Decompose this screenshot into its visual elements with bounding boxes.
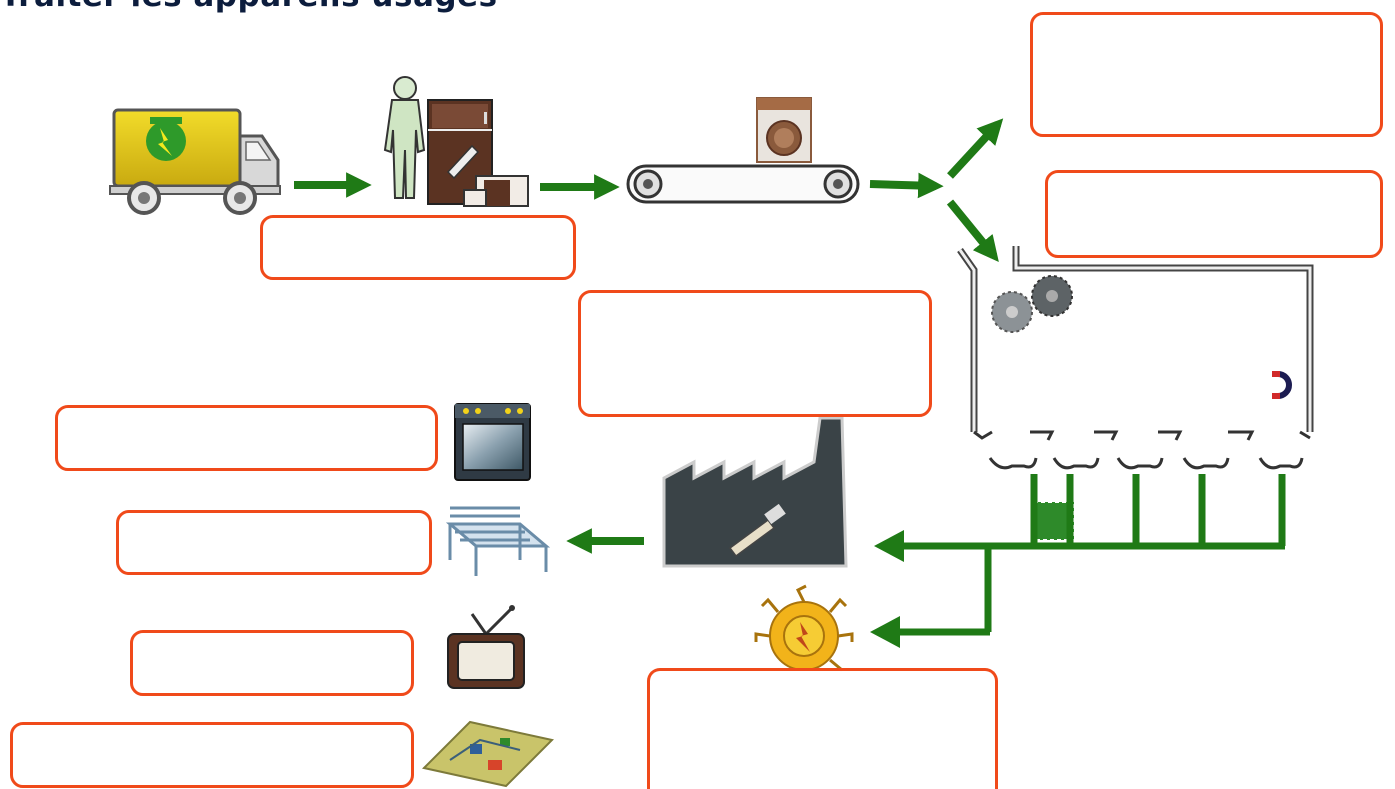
answer-box-output-middle[interactable] xyxy=(1045,170,1383,258)
answer-box-energy[interactable] xyxy=(647,668,998,789)
energy-sun-icon xyxy=(754,584,854,672)
worker-icon xyxy=(383,76,426,199)
bench-icon xyxy=(445,506,551,576)
delivery-truck-icon xyxy=(109,108,281,215)
factory-icon xyxy=(662,416,848,568)
answer-box-output-top[interactable] xyxy=(1030,12,1383,137)
television-icon xyxy=(447,605,525,689)
arrow-branch-down xyxy=(946,199,999,262)
arrow-conveyor-to-branch xyxy=(869,172,944,199)
conveyor-belt-icon xyxy=(626,164,860,204)
page-title: Traiter les appareils usagés xyxy=(0,0,498,14)
answer-box-circuit[interactable] xyxy=(10,722,414,788)
answer-box-center[interactable] xyxy=(578,290,932,417)
answer-box-oven[interactable] xyxy=(55,405,438,471)
washing-machine-icon xyxy=(756,97,812,163)
flow-arrows xyxy=(294,118,1004,554)
answer-box-bench[interactable] xyxy=(116,510,432,575)
shredder-machine-icon xyxy=(957,246,1314,541)
arrow-branch-up xyxy=(947,118,1004,179)
answer-box-sorting[interactable] xyxy=(260,215,576,280)
oven-icon xyxy=(454,403,531,481)
refrigerator-icon xyxy=(427,99,529,207)
circuit-board-icon xyxy=(422,720,554,788)
output-pipes xyxy=(900,474,1286,636)
answer-box-tv[interactable] xyxy=(130,630,414,696)
pipe-arrowheads xyxy=(870,530,904,648)
